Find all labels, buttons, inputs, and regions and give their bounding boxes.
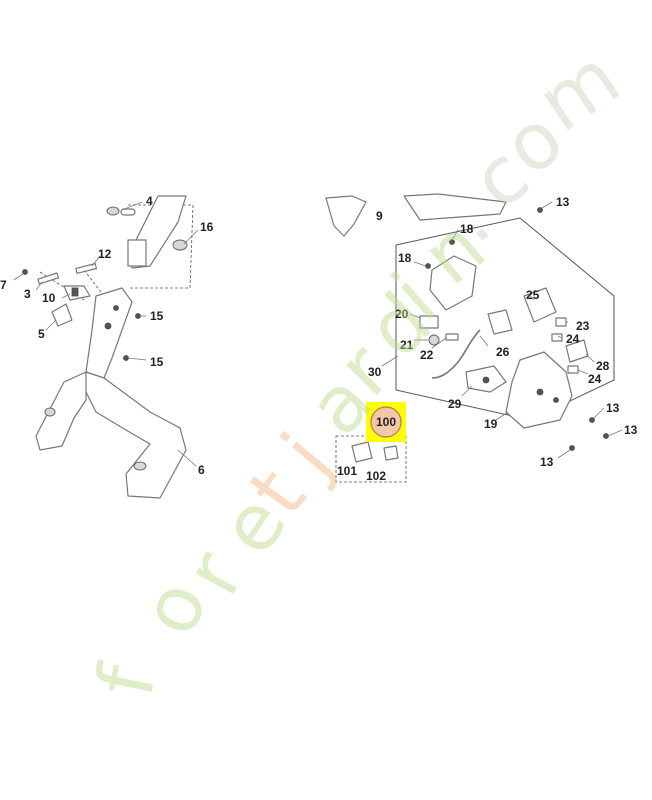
part-23 [555,317,567,327]
part-15-screw-b [123,355,129,361]
part-6-handle-frame [35,287,187,499]
callout-15b: 15 [150,355,164,369]
callout-7: 7 [0,278,7,292]
part-25-switch [523,287,557,323]
callout-24a: 24 [566,332,580,346]
callout-18b: 18 [398,251,412,265]
callout-19: 19 [484,417,498,431]
part-18-bracket [425,239,477,311]
callout-26: 26 [496,345,510,359]
part-3-bolt [37,272,60,285]
callout-12: 12 [98,247,112,261]
callout-9: 9 [376,209,383,223]
callout-10: 10 [42,291,56,305]
callout-15a: 15 [150,309,164,323]
part-30-frame [395,217,615,421]
callout-13d: 13 [540,455,554,469]
callout-29: 29 [448,397,462,411]
callout-16: 16 [200,220,214,234]
part-9-cover [325,193,507,237]
highlighted-callout-100[interactable]: 100 [366,402,406,442]
callout-18a: 18 [460,222,474,236]
callout-24b: 24 [588,372,602,386]
part-13-screw-a [537,207,543,213]
part-13-screw-c [603,433,609,439]
callout-100: 100 [376,415,396,429]
part-29-wheel [465,365,507,393]
callout-101: 101 [337,464,357,478]
part-102 [383,445,399,461]
callout-20: 20 [395,307,409,321]
part-13-screw-b [589,417,595,423]
part-24a [551,333,563,342]
callout-13b: 13 [606,401,620,415]
part-5-clamp [51,303,73,327]
part-26-cable [431,329,481,379]
left-handle-assembly: 4 16 12 7 3 10 5 15 15 6 [0,194,214,499]
callout-3: 3 [24,287,31,301]
callout-102: 102 [366,469,386,483]
part-15-screw-a [135,313,141,319]
callout-25: 25 [526,288,540,302]
part-19-housing [505,351,573,429]
part-20-cable-holder [419,315,439,329]
callout-21: 21 [400,338,414,352]
callout-13a: 13 [556,195,570,209]
part-22 [445,333,459,341]
part-24b [567,365,579,374]
watermark-letter: f [81,657,175,704]
part-101 [351,441,373,463]
part-12-bolt [75,263,98,274]
callout-5: 5 [38,327,45,341]
part-4-pin [106,206,136,216]
right-control-assembly: 9 13 18 18 20 21 22 26 30 25 23 24 28 24… [325,193,638,483]
callout-13c: 13 [624,423,638,437]
callout-22: 22 [420,348,434,362]
callout-28: 28 [596,359,610,373]
part-10-lever [63,285,91,301]
callout-30: 30 [368,365,382,379]
callout-4: 4 [146,194,153,208]
part-21 [428,334,440,346]
part-13-screw-d [569,445,575,451]
handle-tube [127,195,187,269]
part-16-washer [172,239,188,251]
callout-circle [370,406,402,438]
callout-23: 23 [576,319,590,333]
callout-6: 6 [198,463,205,477]
